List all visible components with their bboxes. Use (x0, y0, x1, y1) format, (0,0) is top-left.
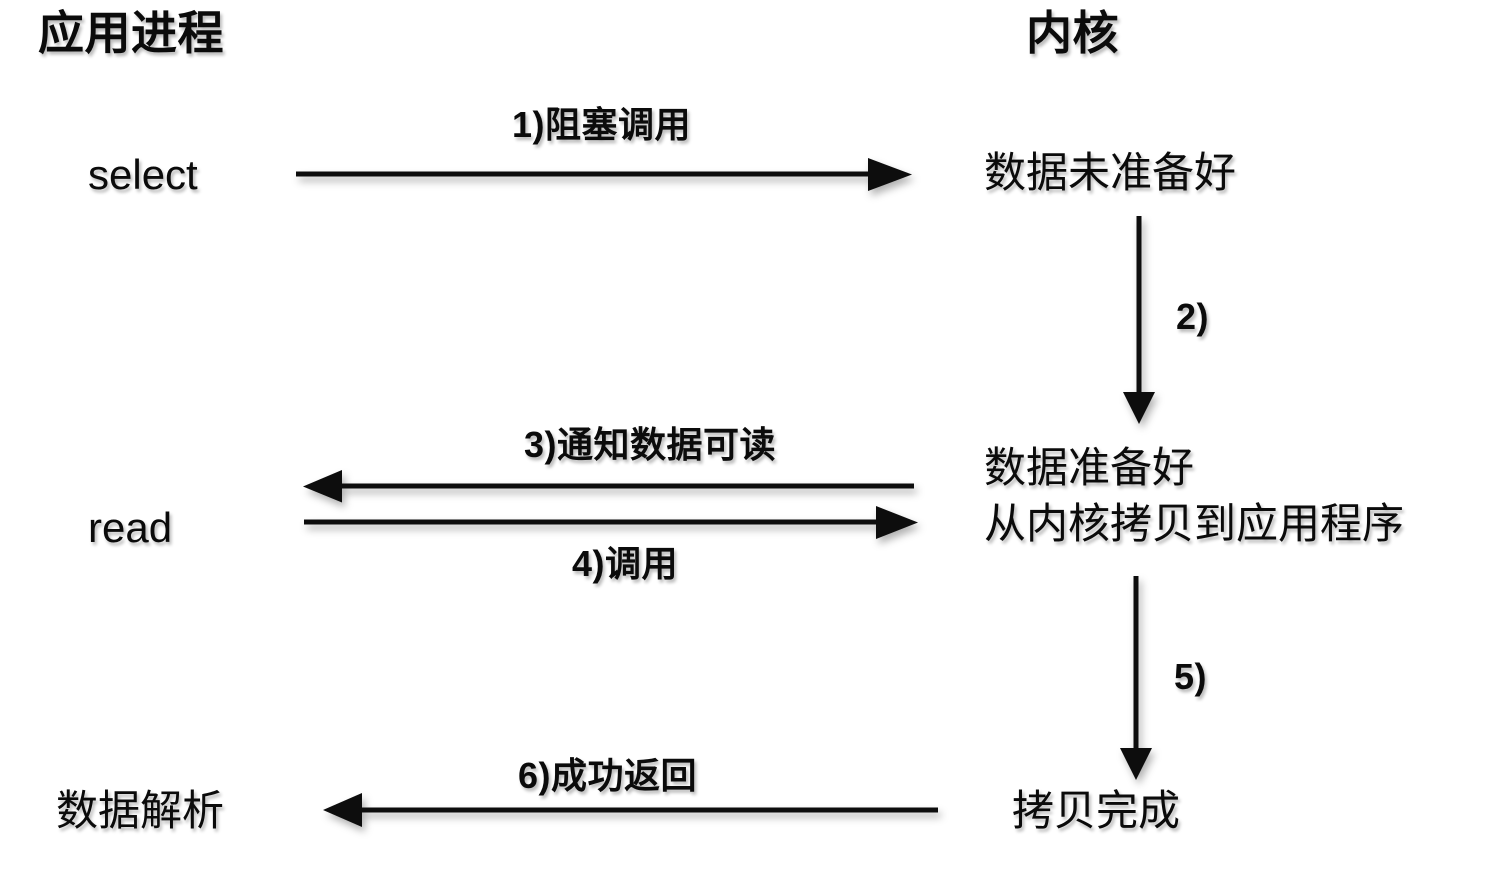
node-data-parse: 数据解析 (56, 787, 225, 834)
column-title-kernel: 内核 (1026, 7, 1119, 59)
step-label-2: 2) (1176, 296, 1210, 337)
node-copy-kernel-to-app: 从内核拷贝到应用程序 (984, 500, 1405, 547)
step-label-1: 1)阻塞调用 (512, 104, 692, 145)
step-label-4: 4)调用 (572, 543, 679, 584)
node-select: select (88, 151, 198, 198)
arrow-3-notify-data-readable (303, 470, 914, 503)
node-read: read (88, 504, 173, 551)
arrow-6-success-return (323, 793, 938, 827)
arrow-4-read-call (304, 506, 918, 539)
step-label-5: 5) (1174, 656, 1208, 697)
arrow-5-vertical-copy (1120, 576, 1152, 780)
node-data-not-ready: 数据未准备好 (984, 149, 1237, 196)
step-label-3: 3)通知数据可读 (524, 424, 777, 465)
step-label-6: 6)成功返回 (518, 755, 698, 796)
node-data-ready: 数据准备好 (984, 444, 1195, 491)
arrow-2-vertical-wait (1123, 216, 1155, 424)
column-title-application-process: 应用进程 (38, 7, 224, 59)
node-copy-done: 拷贝完成 (1012, 787, 1181, 834)
arrow-1-blocking-call (296, 158, 912, 191)
